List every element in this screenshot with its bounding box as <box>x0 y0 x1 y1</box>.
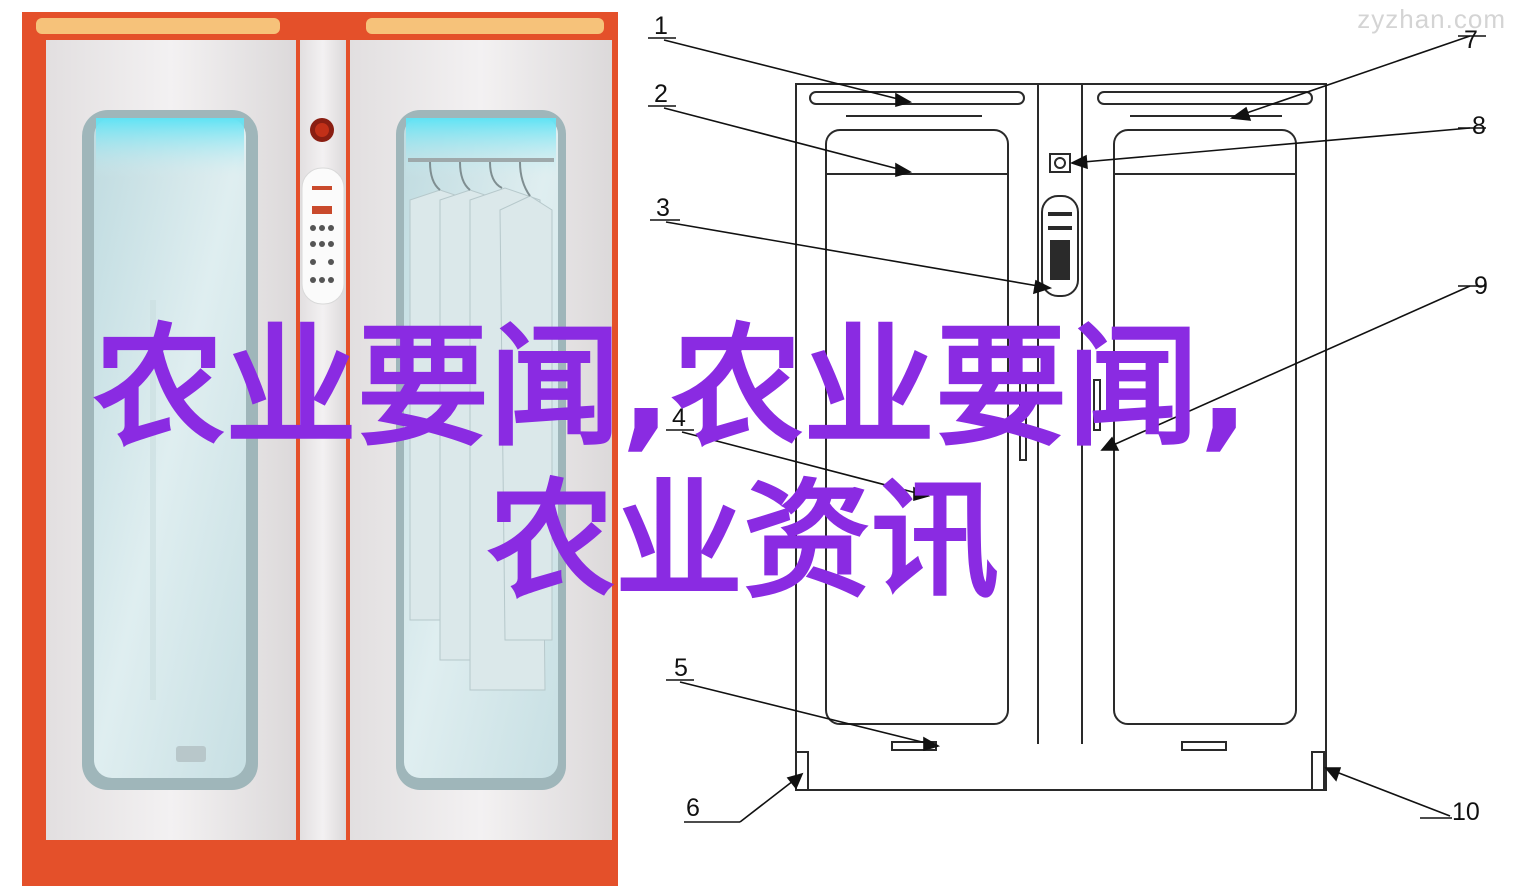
cabinet-photo <box>22 12 618 886</box>
drawing-switch <box>1049 153 1071 173</box>
drawing-top-light-right <box>1097 91 1313 105</box>
callout-10: 10 <box>1452 798 1480 826</box>
drawing-foot-right <box>1311 751 1325 791</box>
callout-2: 2 <box>654 80 668 108</box>
cabinet-base <box>22 842 618 886</box>
drawing-handle-left <box>1019 379 1027 461</box>
drawing-right-door <box>1113 129 1297 725</box>
callout-5: 5 <box>674 654 688 682</box>
watermark: zyzhan.com <box>1357 4 1506 34</box>
callout-3: 3 <box>656 194 670 222</box>
hanging-rod <box>408 158 554 162</box>
left-vent <box>176 746 206 762</box>
hanging-coats <box>409 187 553 691</box>
left-led-glow <box>96 118 244 178</box>
drawing-control-panel <box>1041 195 1079 297</box>
drawing-left-door <box>825 129 1009 725</box>
headline-line-2: 农业资讯 <box>487 467 1000 616</box>
top-light-right <box>366 18 604 34</box>
top-light-left <box>36 18 280 34</box>
callout-7: 7 <box>1464 26 1478 54</box>
drawing-vent-right <box>1181 741 1227 751</box>
callout-4: 4 <box>672 404 686 432</box>
drawing-foot-left <box>795 751 809 791</box>
headline-line-1: 农业要闻,农业要闻, <box>93 311 1250 465</box>
callout-1: 1 <box>654 12 668 40</box>
left-window-glass <box>94 118 246 778</box>
control-panel <box>301 167 345 305</box>
callout-9: 9 <box>1474 272 1488 300</box>
callout-8: 8 <box>1472 112 1486 140</box>
drawing-handle-right <box>1093 379 1101 431</box>
drawing-top-light-left <box>809 91 1025 105</box>
callout-6: 6 <box>686 794 700 822</box>
